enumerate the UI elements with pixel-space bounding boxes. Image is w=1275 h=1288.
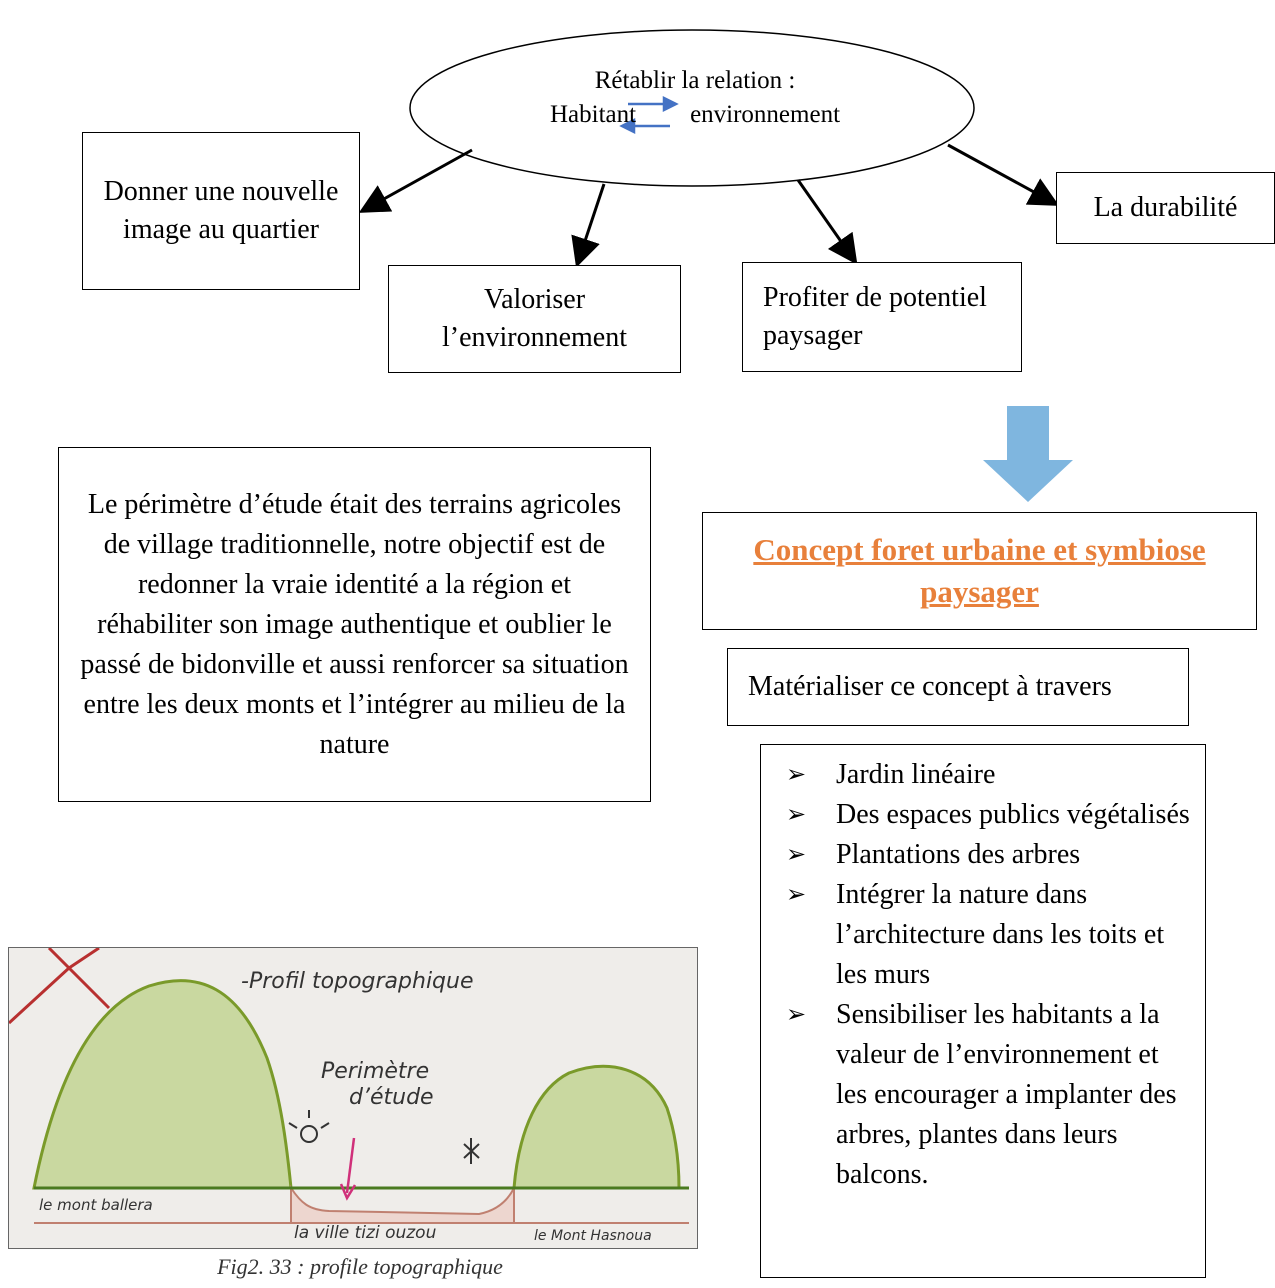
perimetre-description-box: Le périmètre d’étude était des terrains …: [58, 447, 651, 802]
mountain-right: [512, 1065, 681, 1190]
goal-label: Valoriser l’environnement: [441, 284, 628, 353]
goal-box-valoriser: Valoriser l’environnement: [388, 265, 681, 373]
figure-caption: Fig2. 33 : profile topographique: [217, 1254, 503, 1279]
sketch-label-perimetre-2: d’étude: [349, 1085, 434, 1110]
goal-label: Profiter de potentiel paysager: [763, 282, 987, 351]
actions-list: ➢Jardin linéaire ➢Des espaces publics vé…: [786, 755, 1195, 1195]
perimetre-description: Le périmètre d’étude était des terrains …: [80, 488, 629, 760]
arrow-to-durabilite: [947, 143, 1060, 206]
relation-right-word: environnement: [690, 101, 841, 128]
relation-arrows-icon: [619, 95, 679, 135]
arrow-to-profiter: [796, 179, 858, 265]
sun-icon: [288, 1110, 330, 1143]
relation-title: Rétablir la relation :: [594, 67, 796, 94]
sketch-title: -Profil topographique: [241, 969, 474, 994]
down-arrow-icon: [983, 406, 1073, 502]
relation-ellipse: [409, 29, 975, 187]
list-item: ➢Plantations des arbres: [786, 835, 1195, 875]
sketch-label-ville: la ville tizi ouzou: [294, 1223, 437, 1243]
sketch-label-mont-right: le Mont Hasnoua: [534, 1228, 652, 1244]
sketch-label-perimetre-1: Perimètre: [321, 1059, 429, 1084]
materialiser-label: Matérialiser ce concept à travers: [748, 671, 1112, 702]
relation-left-word: Habitant: [549, 101, 637, 128]
goal-box-image: Donner une nouvelle image au quartier: [82, 132, 360, 290]
sun-icon: [463, 1138, 480, 1164]
arrow-to-image: [358, 148, 473, 213]
list-item: ➢Intégrer la nature dans l’architecture …: [786, 875, 1195, 995]
arrow-to-valoriser: [571, 183, 606, 268]
materialiser-box: Matérialiser ce concept à travers: [727, 648, 1189, 726]
goal-box-profiter: Profiter de potentiel paysager: [742, 262, 1022, 372]
arrow-bullet-icon: ➢: [786, 842, 807, 868]
arrow-bullet-icon: ➢: [786, 762, 807, 788]
topographic-sketch: -Profil topographique Perimètre d’étude …: [9, 948, 697, 1248]
arrow-bullet-icon: ➢: [786, 1002, 807, 1028]
sketch-label-mont-left: le mont ballera: [39, 1196, 153, 1214]
concept-box: Concept foret urbaine et symbiose paysag…: [702, 512, 1257, 630]
list-item: ➢Des espaces publics végétalisés: [786, 795, 1195, 835]
topographic-sketch-photo: -Profil topographique Perimètre d’étude …: [8, 947, 698, 1249]
list-item: ➢Jardin linéaire: [786, 755, 1195, 795]
goal-label: Donner une nouvelle image au quartier: [103, 176, 339, 245]
concept-title: Concept foret urbaine et symbiose paysag…: [753, 532, 1206, 609]
goal-box-durabilite: La durabilité: [1056, 172, 1275, 244]
arrow-bullet-icon: ➢: [786, 802, 807, 828]
mountain-left: [32, 979, 293, 1190]
actions-list-box: ➢Jardin linéaire ➢Des espaces publics vé…: [760, 744, 1206, 1278]
list-item: ➢Sensibiliser les habitants a la valeur …: [786, 995, 1195, 1195]
arrow-bullet-icon: ➢: [786, 882, 807, 908]
relation-ellipse-text: Rétablir la relation : Habitant environne…: [440, 64, 950, 144]
goal-label: La durabilité: [1093, 192, 1238, 223]
